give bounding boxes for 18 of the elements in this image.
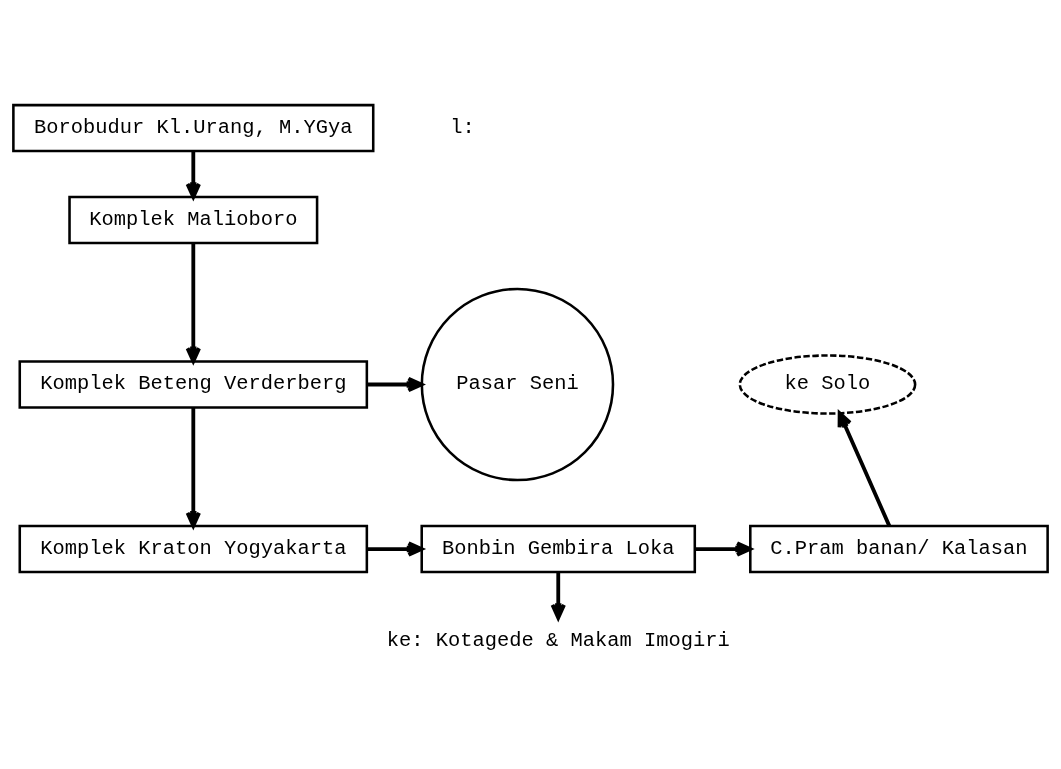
- node-box: C.Pram banan/ Kalasan: [749, 524, 1049, 574]
- arrow: [185, 407, 201, 528]
- node-text: ke: Kotagede & Makam Imogiri: [386, 628, 730, 652]
- arrow: [367, 376, 424, 393]
- node-box: Bonbin Gembira Loka: [420, 524, 697, 574]
- arrow: [550, 572, 566, 620]
- node-ellipse: ke Solo: [738, 354, 917, 415]
- arrow: [185, 243, 201, 364]
- node-box: Komplek Kraton Yogyakarta: [18, 524, 369, 574]
- label: l:: [450, 115, 475, 139]
- node-circle: Pasar Seni: [420, 287, 615, 482]
- arrow: [185, 151, 201, 199]
- node-box: Borobudur Kl.Urang, M.YGya: [12, 103, 375, 153]
- node-box: Komplek Beteng Verderberg: [18, 360, 369, 409]
- arrow: [366, 541, 424, 557]
- arrow: [695, 541, 752, 557]
- arrow: [837, 411, 892, 527]
- node-box: Komplek Malioboro: [68, 195, 319, 245]
